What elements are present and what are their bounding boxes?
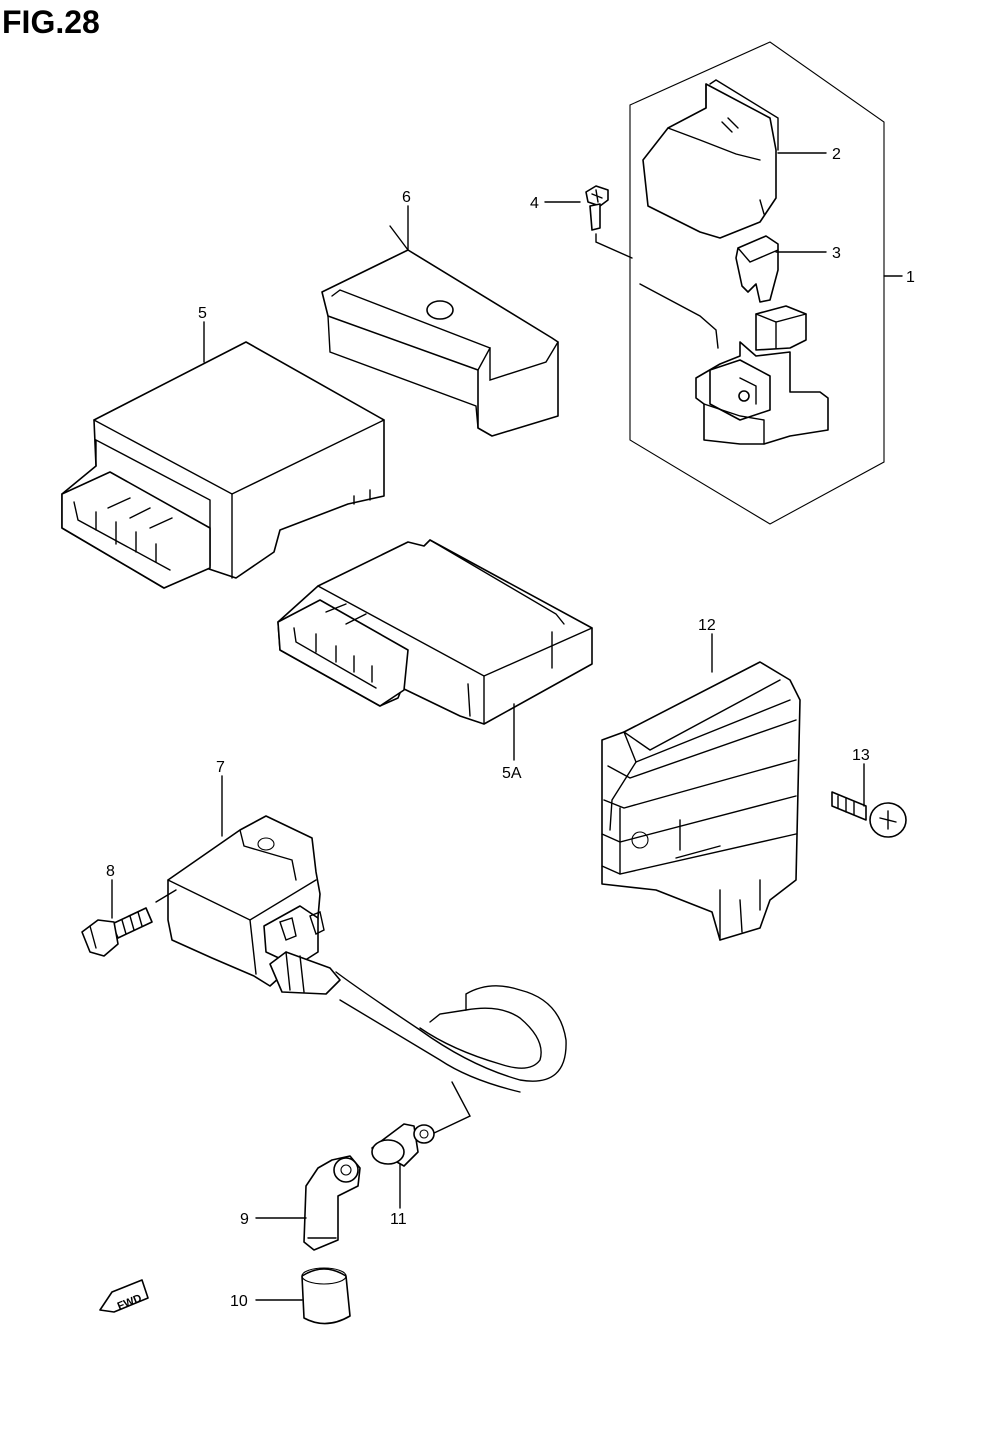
leader-8-to-7 <box>155 889 177 903</box>
assembly-1-outline <box>629 41 885 525</box>
callout-13: 13 <box>852 747 870 764</box>
callout-6: 6 <box>402 189 411 206</box>
part-7-ht-lead <box>335 971 567 1082</box>
part-9-plug-cap[interactable] <box>303 1155 361 1251</box>
callout-3: 3 <box>832 245 841 262</box>
callout-5a: 5A <box>502 765 522 782</box>
callout-8: 8 <box>106 863 115 880</box>
part-11-plug-cap[interactable] <box>371 1123 435 1167</box>
part-4-bolt[interactable] <box>585 185 609 231</box>
callout-2: 2 <box>832 146 841 163</box>
part-8-bolt[interactable] <box>81 907 153 957</box>
callout-7: 7 <box>216 759 225 776</box>
part-7-ht-lead-inner <box>339 999 521 1093</box>
figure-title: FIG.28 <box>2 4 100 40</box>
leader-4-to-1 <box>595 233 719 349</box>
part-7-ignition-coil[interactable] <box>167 815 341 995</box>
part-10-cap[interactable] <box>301 1267 351 1325</box>
callout-1: 1 <box>906 269 915 286</box>
part-12-regulator[interactable] <box>601 661 801 941</box>
fwd-direction-arrow: FWD <box>99 1279 149 1313</box>
part-5a-ecu[interactable] <box>277 539 593 725</box>
part-2-relay-cover[interactable] <box>642 79 779 239</box>
callout-12: 12 <box>698 617 716 634</box>
ht-lead-mark <box>429 1009 467 1023</box>
callout-5: 5 <box>198 305 207 322</box>
callout-4: 4 <box>530 195 539 212</box>
part-6-cover[interactable] <box>321 225 559 437</box>
part-3-fuse[interactable] <box>735 235 779 303</box>
callout-11: 11 <box>390 1211 407 1228</box>
leader-lead-to-11 <box>431 1081 471 1135</box>
part-1-starter-relay[interactable] <box>695 305 829 445</box>
part-13-screw[interactable] <box>831 791 907 838</box>
callout-10: 10 <box>230 1293 248 1310</box>
part-5-ecu[interactable] <box>61 341 385 589</box>
callout-9: 9 <box>240 1211 249 1228</box>
